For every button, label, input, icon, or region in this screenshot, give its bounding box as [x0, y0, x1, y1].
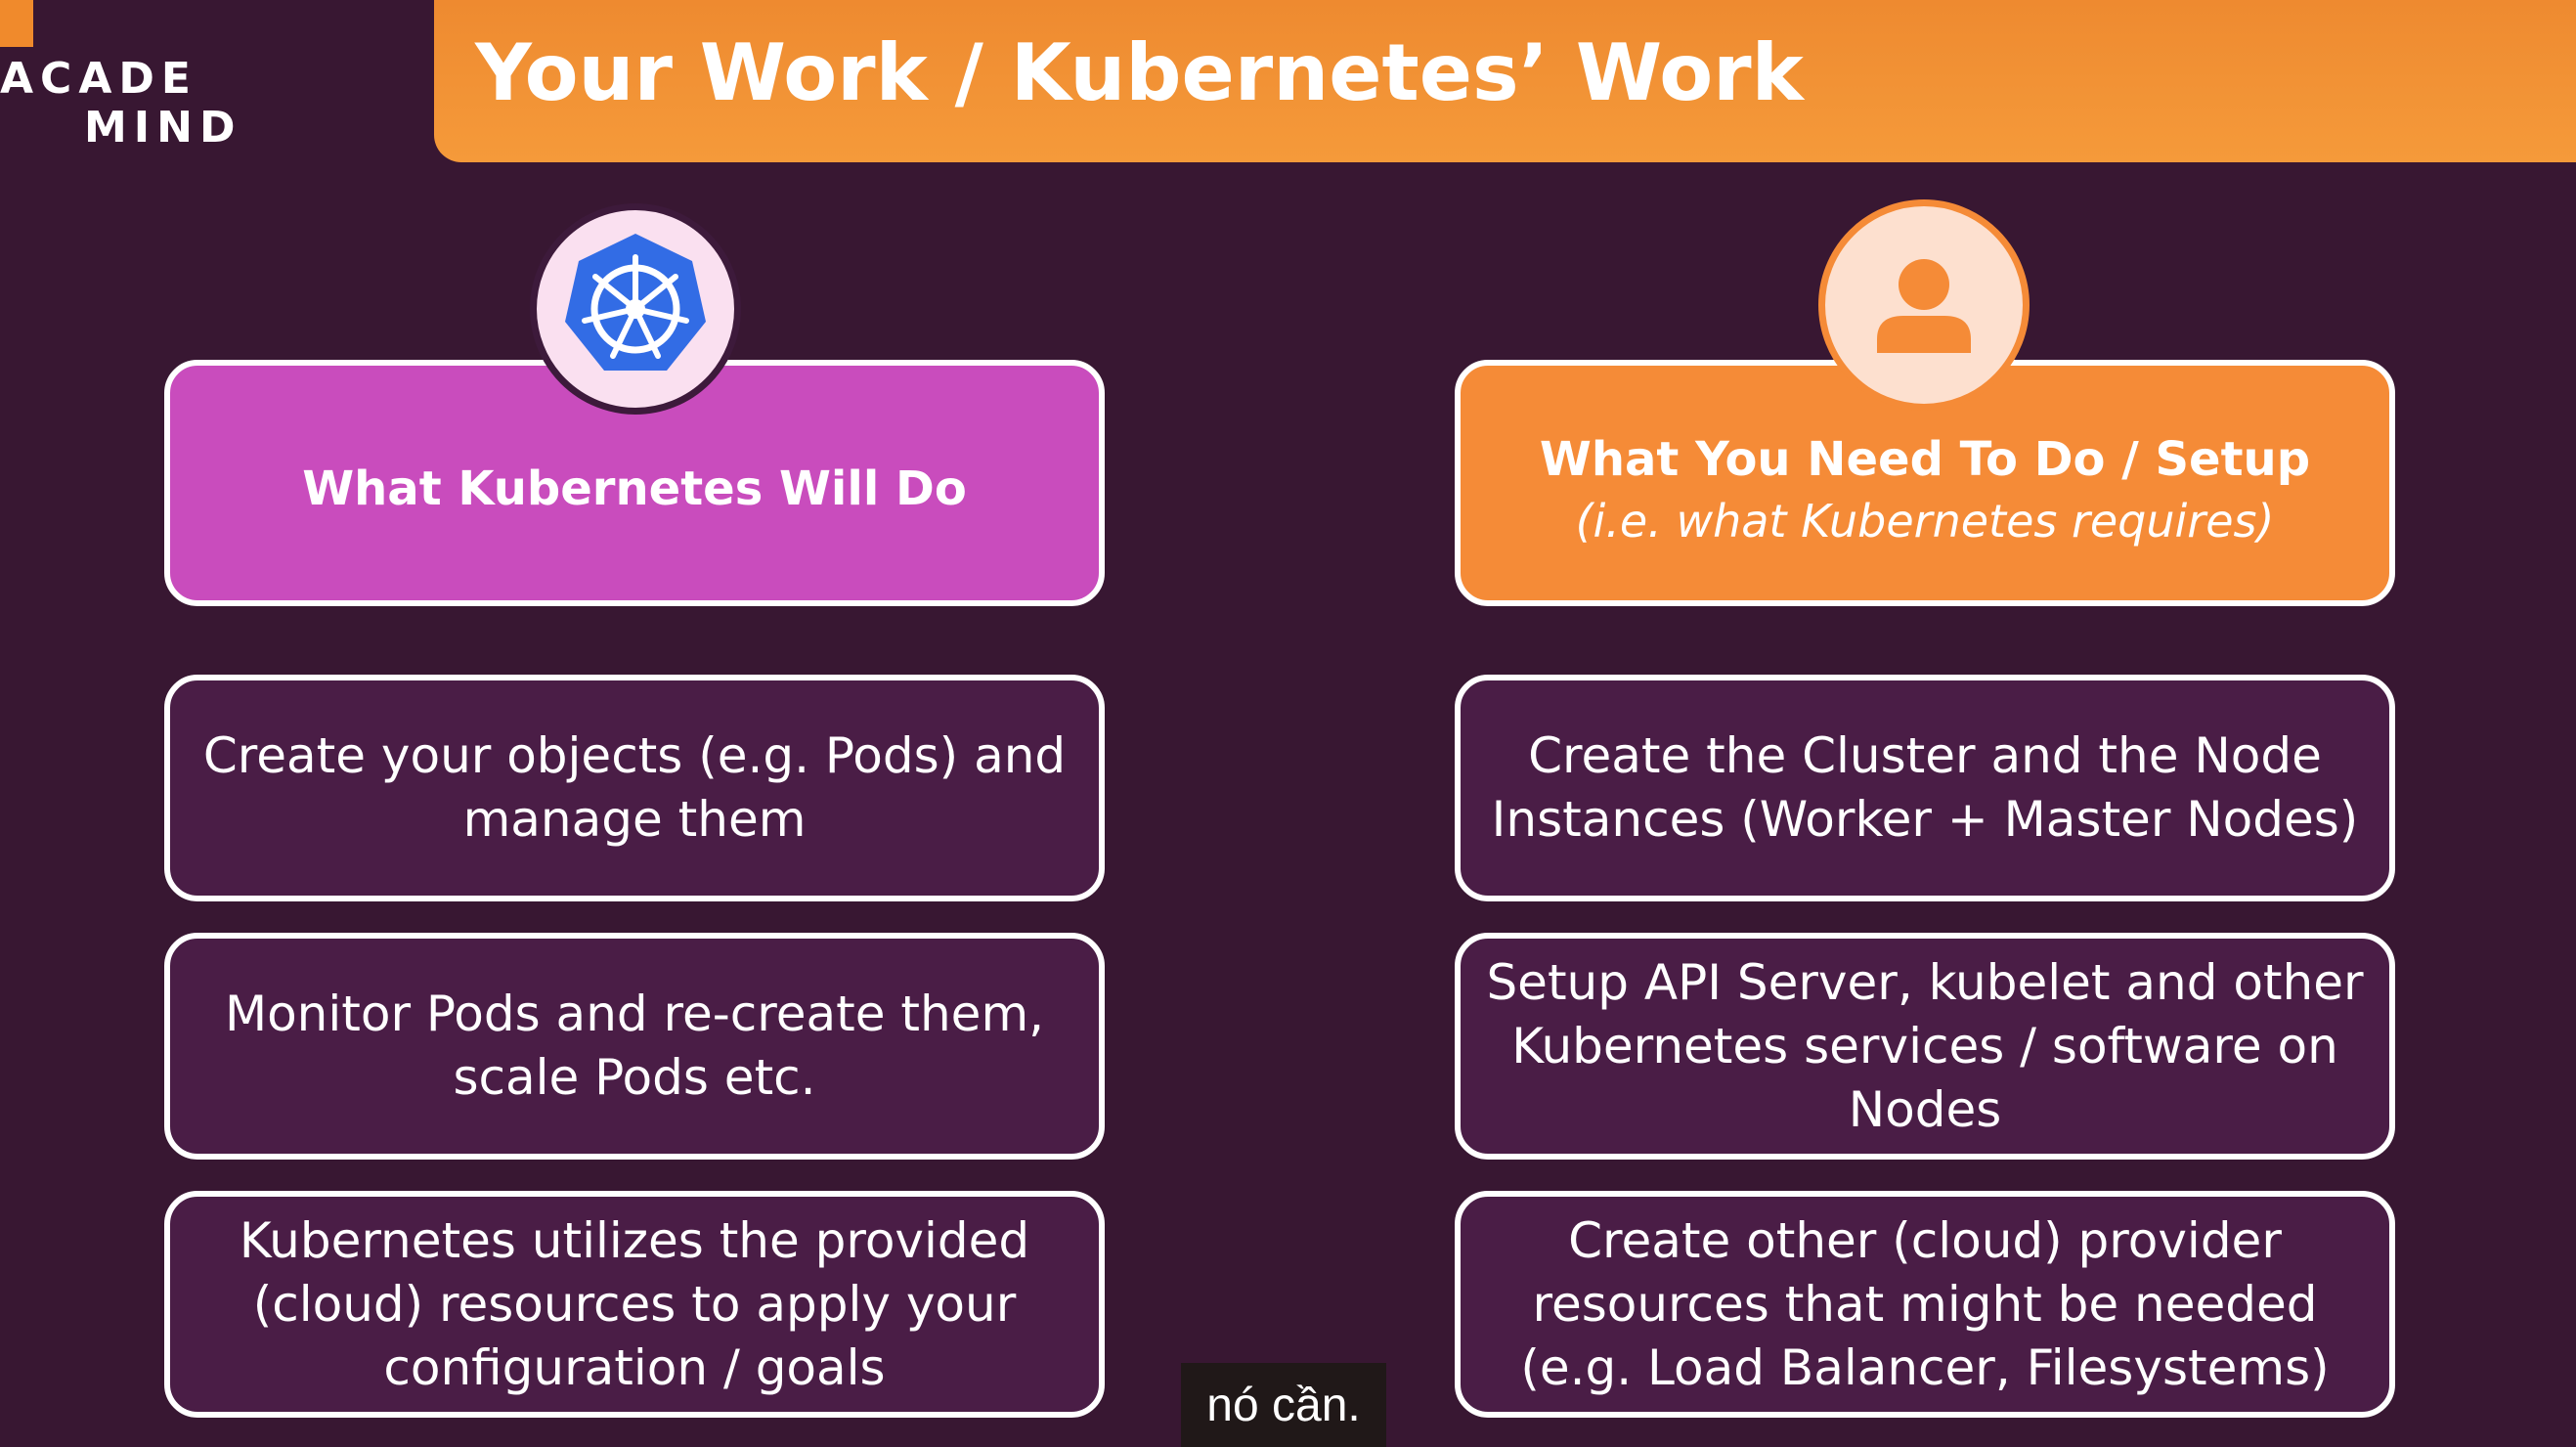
video-subtitle: nó cần. [1181, 1363, 1386, 1447]
kubernetes-item-3: Kubernetes utilizes the provided (cloud)… [164, 1191, 1105, 1418]
user-icon [1877, 259, 1971, 353]
kubernetes-item-3-text: Kubernetes utilizes the provided (cloud)… [239, 1211, 1030, 1396]
you-item-2: Setup API Server, kubelet and other Kube… [1455, 933, 2395, 1160]
you-item-3-text: Create other (cloud) provider resources … [1520, 1211, 2330, 1396]
academind-logo: ACADE MIND [0, 55, 242, 153]
kubernetes-item-2-text: Monitor Pods and re-create them, scale P… [224, 986, 1045, 1106]
video-subtitle-text: nó cần. [1206, 1379, 1361, 1431]
logo-line-1: ACADE [0, 54, 197, 104]
kubernetes-helm-icon [565, 234, 706, 371]
you-header-subtitle: (i.e. what Kubernetes requires) [1575, 495, 2275, 548]
logo-line-2: MIND [84, 103, 242, 153]
title-banner: Your Work / Kubernetes’ Work [434, 0, 2576, 162]
logo-accent [0, 0, 33, 47]
kubernetes-item-1-text: Create your objects (e.g. Pods) and mana… [202, 727, 1067, 848]
you-item-2-text: Setup API Server, kubelet and other Kube… [1486, 953, 2364, 1138]
kubernetes-item-2: Monitor Pods and re-create them, scale P… [164, 933, 1105, 1160]
user-badge [1818, 199, 2030, 411]
kubernetes-item-1: Create your objects (e.g. Pods) and mana… [164, 675, 1105, 901]
kubernetes-header-title: What Kubernetes Will Do [302, 461, 967, 516]
you-item-1-text: Create the Cluster and the Node Instance… [1491, 727, 2359, 848]
you-item-3: Create other (cloud) provider resources … [1455, 1191, 2395, 1418]
you-item-1: Create the Cluster and the Node Instance… [1455, 675, 2395, 901]
you-header-title: What You Need To Do / Setup [1539, 432, 2311, 487]
kubernetes-badge [530, 203, 741, 415]
slide-title: Your Work / Kubernetes’ Work [475, 27, 1804, 118]
